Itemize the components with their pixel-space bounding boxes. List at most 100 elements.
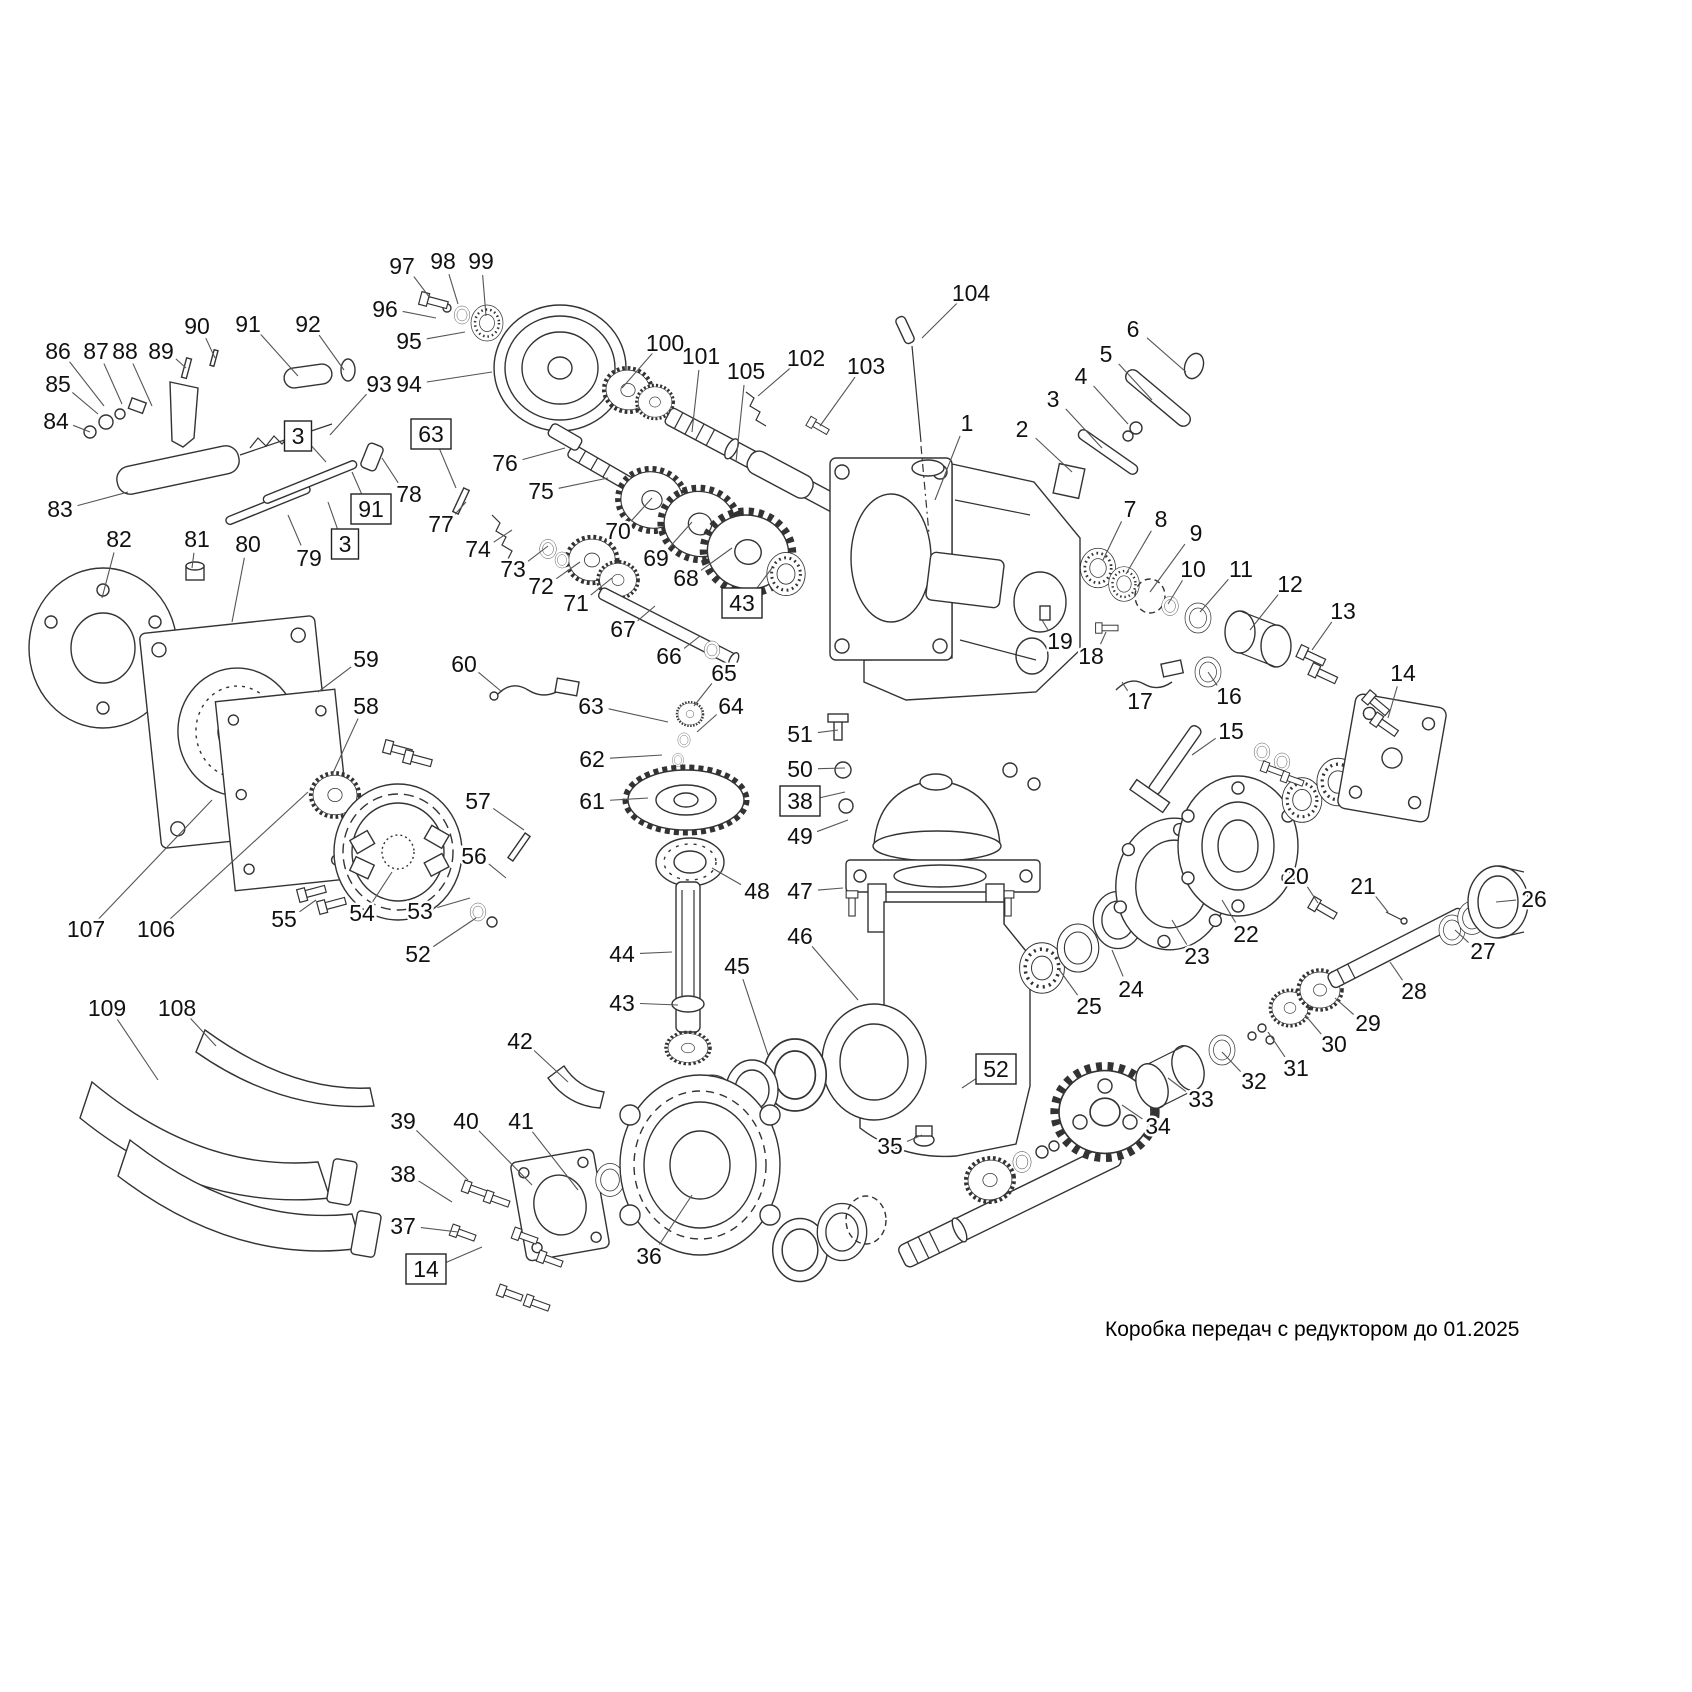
part-label-33: 33 [1188,1086,1214,1112]
part-label-79: 79 [296,545,322,571]
shift-linkage-sketch [83,348,519,566]
leader-line-49 [816,819,849,833]
label-box-14 [405,1253,447,1285]
part-label-108: 108 [158,995,196,1021]
leader-line-32 [1221,1051,1242,1072]
leader-line-91 [260,333,299,377]
leader-line-24 [1111,949,1124,977]
part-label-30: 30 [1321,1031,1347,1057]
leader-line-82 [101,552,115,599]
part-label-16: 16 [1216,683,1242,709]
part-label-54: 54 [349,900,375,926]
part-label-62: 62 [579,746,605,772]
part-label-91: 91 [235,311,261,337]
part-label-51: 51 [787,721,813,747]
part-label-11: 11 [1229,556,1253,582]
leader-line-93 [329,393,367,436]
leader-line-99 [482,274,487,317]
leader-line-76 [522,447,566,461]
part-label-37: 37 [390,1213,416,1239]
part-label-3: 3 [292,423,305,449]
part-label-23: 23 [1184,943,1210,969]
leader-line-77 [454,501,467,516]
leader-line-13 [1311,621,1333,651]
part-label-12: 12 [1277,571,1303,597]
main-housing-sketch [829,457,1222,701]
leader-line-3 [310,445,327,463]
leader-line-81 [191,552,195,569]
left-cover-plates-sketch [28,561,434,892]
leader-line-15 [1191,737,1216,756]
leader-line-94 [426,371,493,383]
leader-line-105 [735,384,745,463]
leader-line-106 [168,791,309,921]
leader-line-23 [1171,919,1188,945]
leader-line-51 [817,729,839,734]
leader-line-4 [1093,385,1129,425]
leader-line-28 [1389,961,1403,981]
clutch-assembly-sketch [417,291,675,432]
part-label-25: 25 [1076,993,1102,1019]
leader-line-3 [327,501,339,532]
part-label-41: 41 [508,1108,534,1134]
part-label-95: 95 [396,328,422,354]
part-label-82: 82 [106,526,132,552]
label-box-3 [330,528,360,560]
part-label-31: 31 [1283,1055,1309,1081]
leader-line-5 [1118,363,1153,401]
part-label-13: 13 [1330,598,1356,624]
part-label-21: 21 [1350,873,1376,899]
part-label-100: 100 [646,330,684,356]
leader-line-45 [742,979,769,1056]
leader-line-100 [621,352,653,389]
leader-line-20 [1306,886,1319,904]
leader-line-74 [493,529,513,543]
diagram-caption: Коробка передач с редуктором до 01.2025 [1105,1318,1520,1341]
leader-line-86 [69,361,105,407]
leader-line-35 [906,1134,923,1142]
part-label-44: 44 [609,941,635,967]
leader-line-31 [1267,1031,1286,1058]
part-label-52: 52 [405,941,431,967]
top-cover-sketch [827,713,1041,917]
leader-line-40 [478,1130,533,1186]
part-label-94: 94 [396,371,422,397]
leader-line-68 [700,547,733,571]
part-label-48: 48 [744,878,770,904]
part-label-64: 64 [718,693,744,719]
leader-line-7 [1102,521,1123,561]
leader-line-64 [696,714,718,733]
part-label-75: 75 [528,478,554,504]
leader-line-52 [432,917,477,948]
part-label-66: 66 [656,643,682,669]
part-label-24: 24 [1118,976,1144,1002]
part-label-67: 67 [610,616,636,642]
leader-line-38 [817,791,846,799]
part-label-47: 47 [787,878,813,904]
part-label-83: 83 [47,496,73,522]
part-label-99: 99 [468,248,494,274]
part-label-97: 97 [389,253,415,279]
countershaft-gears-sketch [539,423,807,669]
leader-line-33 [1167,1077,1187,1092]
part-label-103: 103 [847,353,885,379]
leader-line-97 [413,276,431,299]
leader-line-3 [1065,408,1103,449]
leader-line-101 [691,369,700,433]
part-label-15: 15 [1218,718,1244,744]
label-box-3 [283,420,313,452]
part-label-85: 85 [45,371,71,397]
leader-line-62 [609,754,663,759]
leader-line-108 [189,1017,217,1047]
leader-line-38 [418,1180,453,1203]
leader-line-103 [819,376,856,427]
part-label-14: 14 [1390,660,1416,686]
leader-line-16 [1207,671,1218,686]
part-label-49: 49 [787,823,813,849]
leader-line-47 [817,887,844,891]
leader-line-90 [205,337,216,359]
leader-line-109 [116,1019,159,1081]
part-label-78: 78 [396,481,422,507]
part-label-38: 38 [787,788,813,814]
